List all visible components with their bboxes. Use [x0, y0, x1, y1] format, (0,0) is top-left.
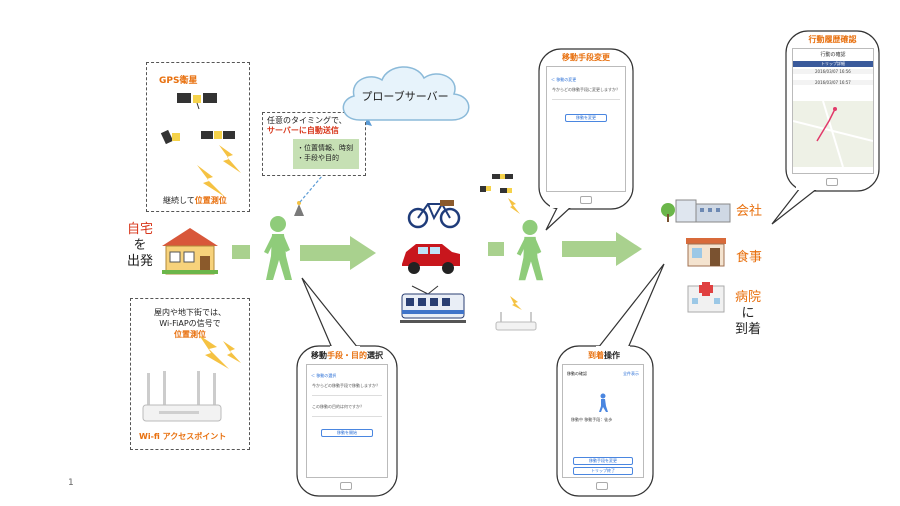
destination-hospital-arrive: 病院 に 到着: [734, 290, 761, 337]
lightning-icon: [219, 145, 241, 173]
change-transport-button[interactable]: 移動を変更: [565, 114, 607, 122]
transport-select-field[interactable]: [552, 95, 620, 100]
page-number: 1: [68, 478, 74, 488]
change-transport-button[interactable]: 移動手段を変更: [573, 457, 633, 465]
map-view[interactable]: [793, 100, 873, 168]
bubble-arrival: 到着操作 移動の確認 全件表示 移動中 移動手段：徒歩 移動手段を変更 トリップ…: [556, 350, 652, 490]
wifi-description: 屋内や地下街では、 Wi-FiAPの信号で 位置測位: [154, 308, 226, 339]
question-text: この移動の目的は何ですか？: [312, 404, 364, 409]
satellite-icons: [480, 174, 520, 214]
history-row[interactable]: 2016/03/07 16:57: [793, 80, 873, 85]
end-trip-button[interactable]: トリップ終了: [573, 467, 633, 475]
restaurant-icon: [686, 238, 726, 267]
wifi-box: 屋内や地下街では、 Wi-FiAPの信号で 位置測位 Wi-fi アクセスポイン…: [130, 298, 250, 450]
signal-dot-icon: [294, 201, 304, 216]
satellite-icons: [160, 93, 241, 173]
office-building-icon: [661, 199, 731, 223]
purpose-select-field[interactable]: [312, 412, 382, 417]
home-indicator-icon: [596, 482, 608, 490]
connector-block: [232, 245, 250, 259]
home-indicator-icon: [580, 196, 592, 204]
history-row[interactable]: 2016/03/07 16:56: [793, 69, 873, 74]
lightning-icon: [199, 335, 241, 369]
bicycle-icon: [407, 200, 461, 229]
lightning-icon: [197, 165, 225, 197]
gps-caption: 継続して位置測位: [163, 196, 227, 205]
send-line2: サーバーに自動送信: [267, 126, 339, 135]
phone-screen: 行動の確認 トリップ詳細 2016/03/07 16:56 2016/03/07…: [792, 48, 874, 174]
transport-select-field[interactable]: [312, 391, 382, 396]
back-button[interactable]: ＜ 移動の変更: [551, 77, 577, 82]
wifi-router-icon: [142, 371, 222, 422]
bubble-history-title: 行動履歴確認: [808, 35, 857, 44]
satellite-icon: [480, 186, 491, 192]
lightning-icon: [508, 198, 520, 214]
route-line: [793, 100, 873, 168]
phone-screen: ＜ 移動の選択 今からどの移動手段で移動しますか？ この移動の目的は何ですか？ …: [306, 364, 388, 478]
lightning-icon: [510, 296, 522, 310]
trip-status-text: 移動中 移動手段：徒歩: [571, 417, 613, 422]
question-text: 今からどの移動手段に変更しますか？: [552, 87, 620, 92]
map-pin-icon: [833, 107, 837, 111]
satellite-icon: [160, 129, 180, 145]
satellite-icon: [201, 131, 235, 139]
phone-screen: 移動の確認 全件表示 移動中 移動手段：徒歩 移動手段を変更 トリップ終了: [562, 364, 644, 478]
screen-title: 移動の確認: [567, 371, 587, 376]
auto-send-box: 任意のタイミングで、 サーバーに自動送信 ・位置情報、時刻 ・手段や目的: [262, 112, 366, 176]
home-indicator-icon: [340, 482, 352, 490]
back-button[interactable]: ＜ 移動の選択: [311, 373, 337, 378]
satellite-icon: [492, 174, 513, 179]
house-icon: [162, 228, 218, 275]
train-icon: [400, 285, 466, 323]
phone-screen: ＜ 移動の変更 今からどの移動手段に変更しますか？ 移動を変更: [546, 66, 626, 192]
gps-title: GPS衛星: [159, 76, 198, 86]
wifi-ap-label: Wi-fi アクセスポイント: [139, 432, 227, 441]
start-trip-button[interactable]: 移動を開始: [321, 429, 373, 437]
car-icon: [402, 244, 460, 274]
bubble-change-transport: 移動手段変更 ＜ 移動の変更 今からどの移動手段に変更しますか？ 移動を変更: [538, 52, 634, 204]
probe-server-cloud: [342, 66, 470, 121]
show-all-link[interactable]: 全件表示: [623, 371, 639, 376]
walking-person-icon: [264, 216, 292, 280]
walking-person-icon: [516, 219, 544, 281]
hospital-icon: [687, 282, 725, 313]
wifi-router-icon: [495, 296, 537, 331]
home-departure-label: 自宅 を 出発: [126, 222, 153, 269]
flow-arrow: [300, 236, 376, 270]
bubble-change-title: 移動手段変更: [562, 53, 610, 62]
flow-arrow: [562, 232, 642, 266]
bubble-action-history: 行動履歴確認 行動の確認 トリップ詳細 2016/03/07 16:56 201…: [786, 34, 879, 186]
bubble-select-transport-purpose: 移動手段・目的選択 ＜ 移動の選択 今からどの移動手段で移動しますか？ この移動…: [296, 350, 398, 490]
gps-satellite-box: GPS衛星 継続して位置測位: [146, 62, 250, 212]
destination-meal: 食事: [736, 250, 763, 265]
probe-server-label: プローブサーバー: [361, 90, 449, 103]
screen-title: 行動の確認: [820, 52, 846, 58]
destination-company: 会社: [736, 204, 763, 219]
trip-detail-tab[interactable]: トリップ詳細: [793, 61, 873, 67]
walking-person-icon: [599, 393, 608, 412]
question-text: 今からどの移動手段で移動しますか？: [312, 383, 380, 388]
send-line1: 任意のタイミングで、: [267, 116, 347, 125]
home-indicator-icon: [826, 178, 838, 186]
connector-block: [488, 242, 504, 256]
satellite-icon: [177, 93, 217, 110]
satellite-icon: [500, 188, 512, 193]
send-info-box: ・位置情報、時刻 ・手段や目的: [293, 139, 359, 169]
